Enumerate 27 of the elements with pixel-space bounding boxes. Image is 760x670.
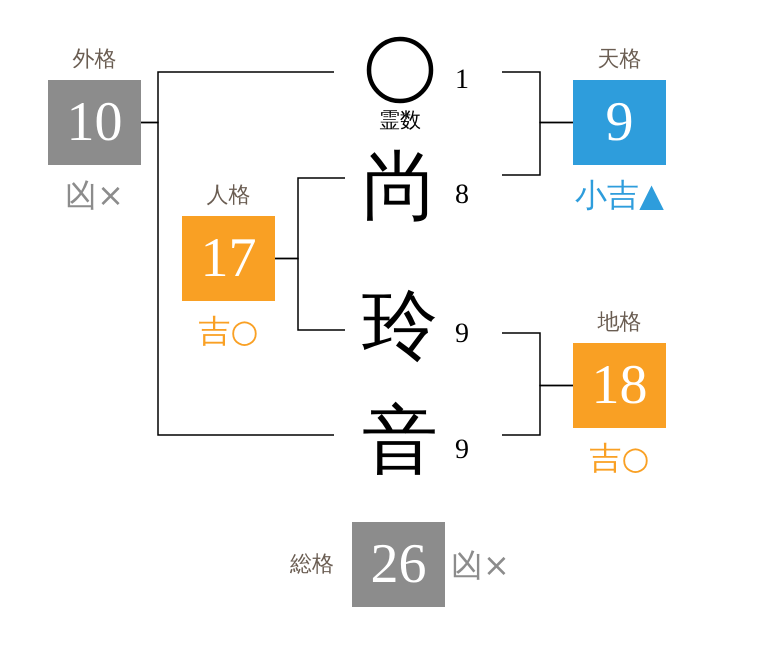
grade-heading: 人格: [206, 182, 250, 210]
name-character: 尚: [361, 146, 439, 226]
fortune-result: 小吉▲: [575, 177, 664, 213]
fortune-result: 凶×: [65, 177, 124, 213]
name-character: 玲: [361, 285, 439, 365]
stroke-count: 8: [454, 180, 470, 210]
bracket-line: [275, 258, 345, 331]
stroke-count: 9: [454, 435, 470, 465]
bracket-line: [141, 122, 334, 436]
grade-heading: 総格: [290, 550, 334, 578]
name-character: 音: [361, 400, 439, 480]
score-tile: 10: [48, 80, 141, 165]
caption-label: 霊数: [378, 107, 422, 133]
fortune-result: 凶×: [451, 546, 510, 582]
grade-heading: 外格: [72, 46, 116, 74]
stroke-count: 9: [454, 319, 470, 349]
score-tile: 9: [573, 80, 666, 165]
grade-heading: 地格: [598, 309, 642, 337]
fortune-result: 吉○: [198, 313, 258, 349]
score-tile: 26: [352, 522, 445, 607]
score-tile: 18: [573, 343, 666, 428]
fortune-result: 吉○: [590, 440, 650, 476]
bracket-line: [502, 122, 573, 176]
score-tile: 17: [182, 216, 275, 301]
bracket-line: [502, 384, 573, 436]
stroke-count: 1: [454, 65, 470, 95]
grade-heading: 天格: [598, 46, 642, 74]
